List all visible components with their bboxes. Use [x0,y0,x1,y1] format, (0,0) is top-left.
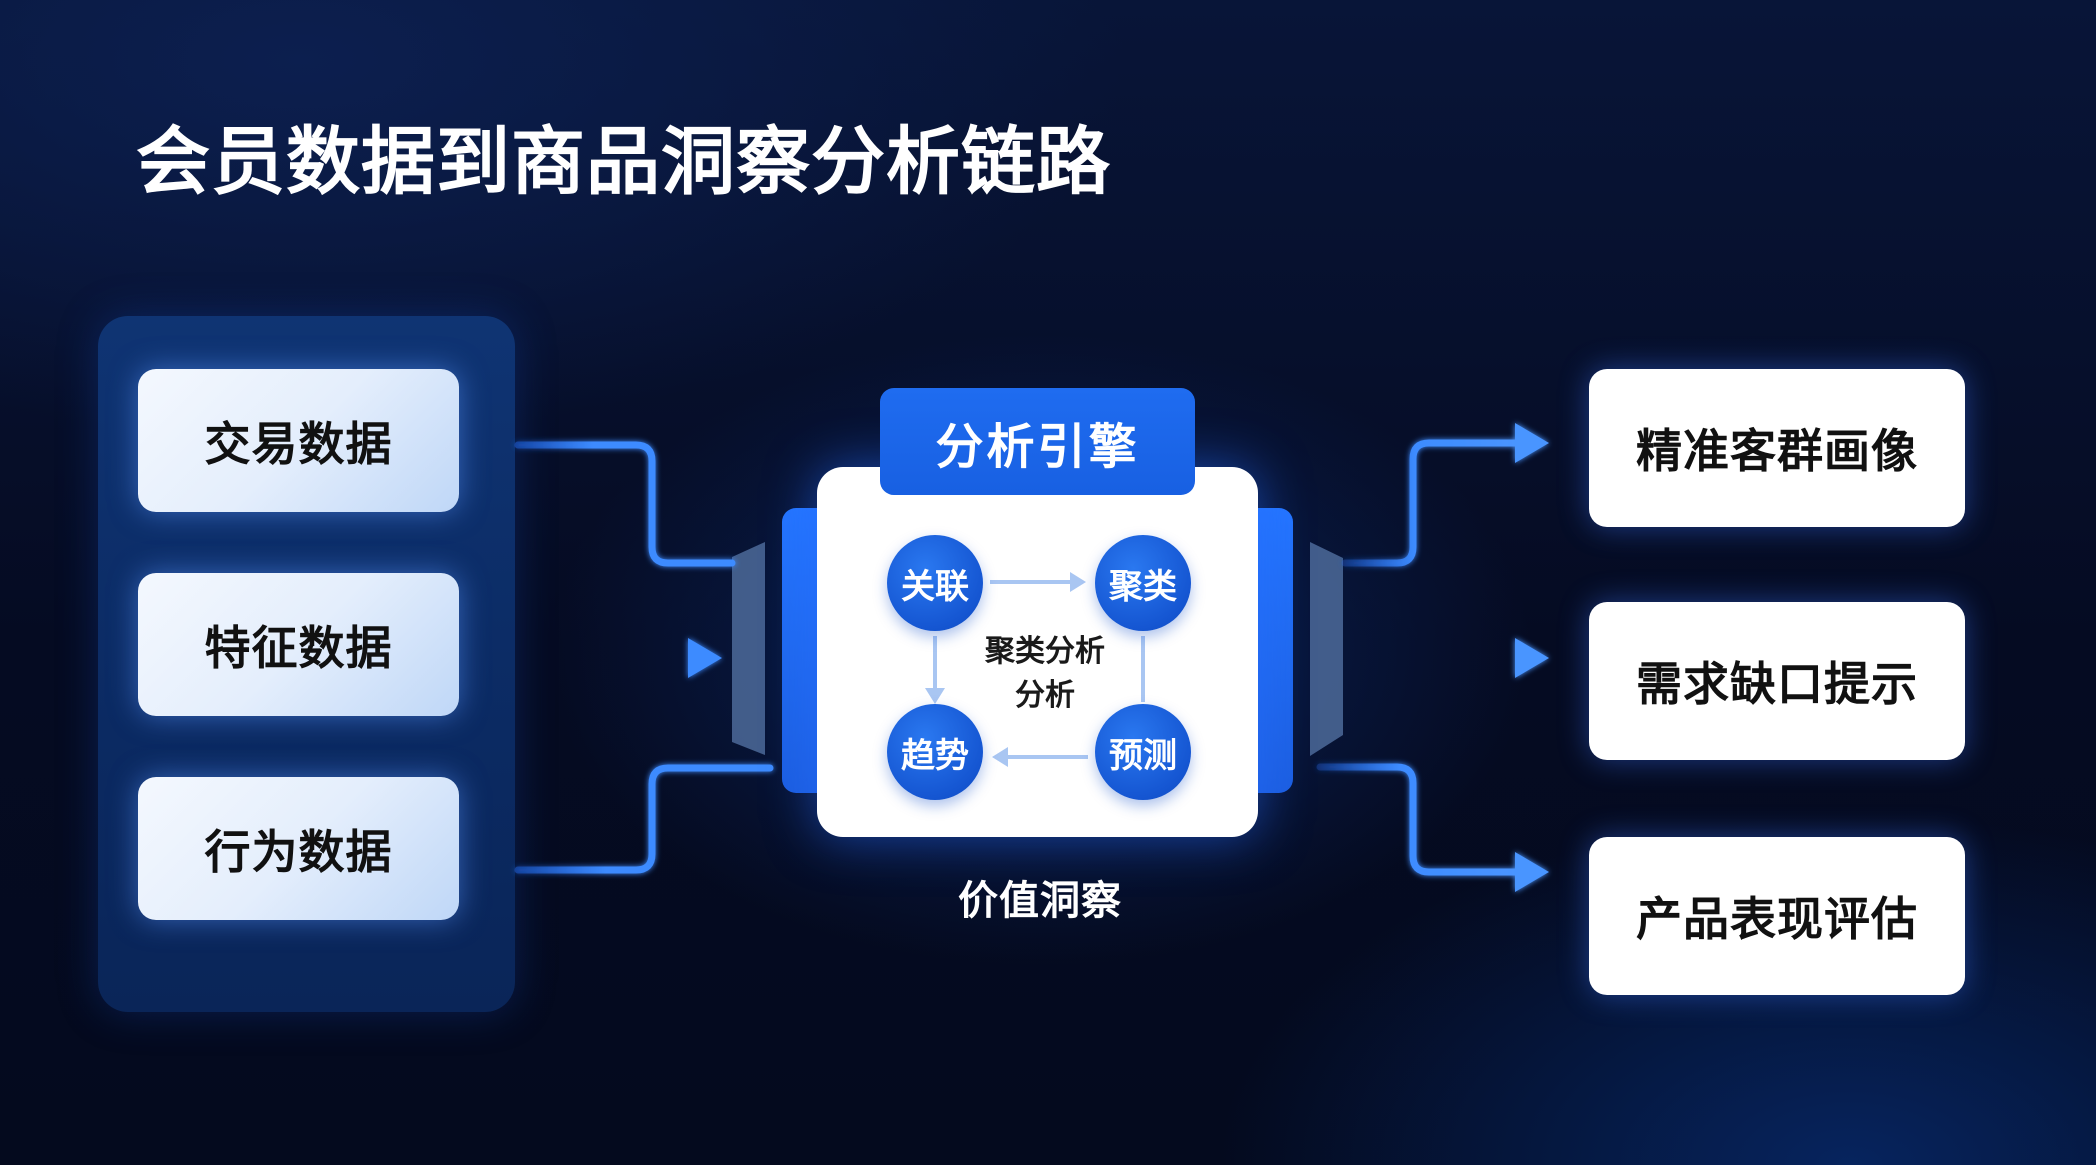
center-text-line2: 分析 [1015,678,1075,713]
output-card-demand-gap[interactable]: 需求缺口提示 [1589,602,1965,760]
arrowhead-feature [688,638,722,678]
node-prediction[interactable]: 预测 [1095,704,1191,800]
arrowhead-demand-gap [1515,638,1549,678]
left-funnel-plate [732,542,765,755]
output-card-segment-profile[interactable]: 精准客群画像 [1589,369,1965,527]
arrowhead-right-icon [1070,572,1086,592]
input-card-label: 交易数据 [204,416,393,471]
right-funnel-plate [1310,542,1343,756]
center-text-line1: 聚类分析 [985,634,1105,669]
analysis-engine-title-tab[interactable]: 分析引擎 [880,388,1195,495]
node-label: 聚类 [1109,566,1177,607]
arrowhead-left-icon [992,747,1008,767]
input-data-panel: 交易数据 特征数据 行为数据 [98,316,515,1012]
arrowhead-down-icon [925,688,945,704]
input-card-label: 行为数据 [204,824,393,879]
node-label: 关联 [901,566,969,607]
arrowhead-product-eval [1515,852,1549,892]
value-insight-caption: 价值洞察 [958,878,1122,924]
input-card-transaction-data[interactable]: 交易数据 [138,369,459,512]
engine-center-text: 聚类分析 分析 [960,630,1130,718]
engine-title: 分析引擎 [935,418,1140,475]
output-card-label: 精准客群画像 [1636,424,1918,478]
connector-engine-to-product-eval [1316,763,1524,876]
connector-behavior-to-engine [514,764,774,874]
node-label: 预测 [1109,735,1177,776]
node-association[interactable]: 关联 [887,535,983,631]
arrowhead-segment-profile [1515,423,1549,463]
node-label: 趋势 [901,735,969,776]
page-title: 会员数据到商品洞察分析链路 [136,119,1111,205]
output-card-label: 产品表现评估 [1636,892,1918,946]
connector-transaction-to-engine [514,441,736,567]
output-card-label: 需求缺口提示 [1636,657,1918,711]
node-clustering[interactable]: 聚类 [1095,535,1191,631]
input-card-behavior-data[interactable]: 行为数据 [138,777,459,920]
connector-engine-to-segment-profile [1341,439,1524,567]
output-card-product-evaluation[interactable]: 产品表现评估 [1589,837,1965,995]
input-card-label: 特征数据 [204,620,393,675]
node-trend[interactable]: 趋势 [887,704,983,800]
input-card-feature-data[interactable]: 特征数据 [138,573,459,716]
